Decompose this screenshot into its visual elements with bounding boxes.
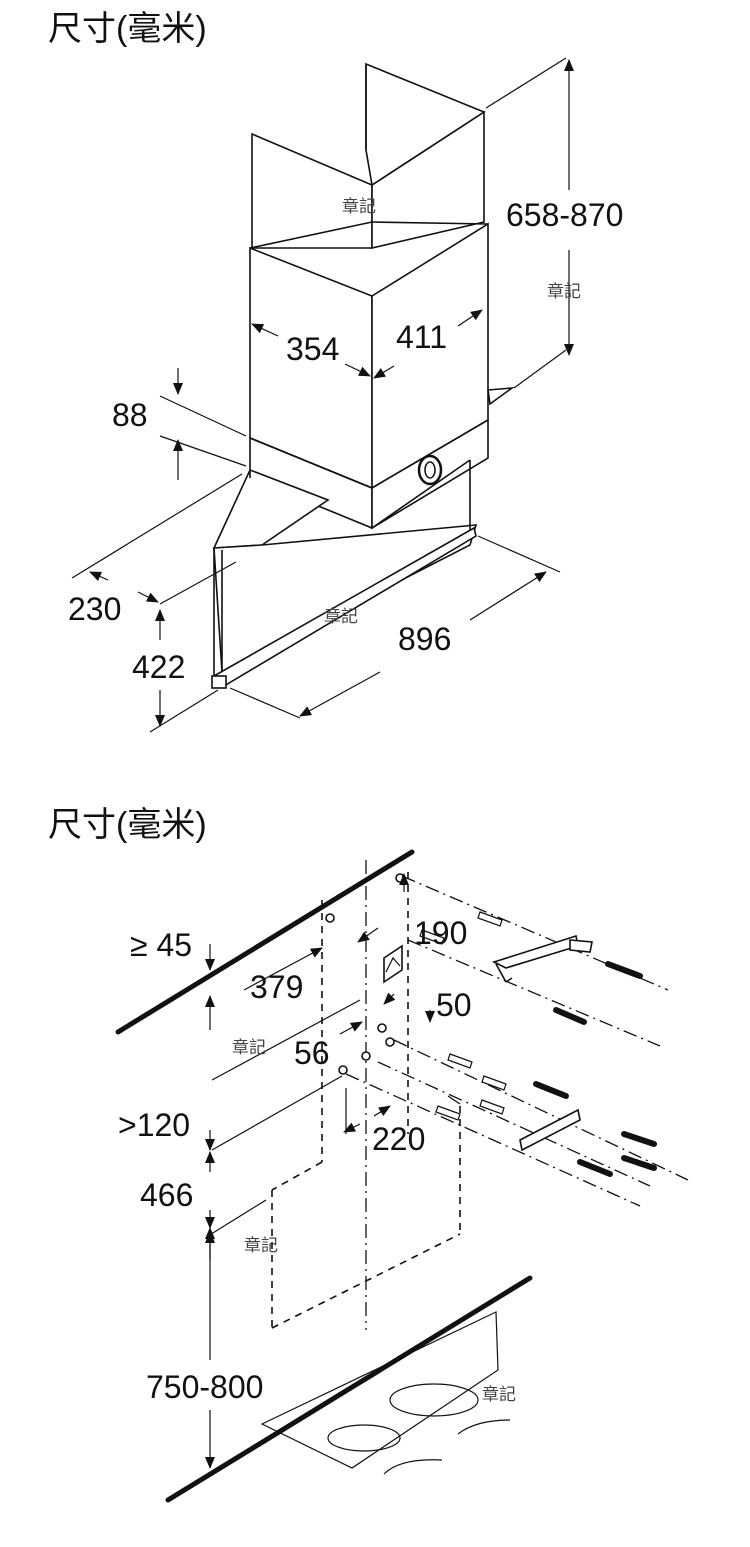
- burner-3: [457, 1419, 511, 1435]
- stamp-6: 章記: [482, 1385, 516, 1404]
- side-bracket: [487, 386, 515, 406]
- dim-chimney-height: 658-870: [506, 197, 623, 233]
- dim-bracket-span: 379: [250, 969, 303, 1005]
- dim-depth: 354: [286, 331, 339, 367]
- dim-hole-spacing-top: 190: [414, 915, 467, 951]
- burner-4: [383, 1459, 443, 1475]
- dim-width: 411: [396, 319, 447, 355]
- dim-hole-spacing-mid: 56: [294, 1035, 330, 1071]
- install-diagram: [115, 849, 689, 1503]
- title-top: 尺寸(毫米): [48, 10, 207, 48]
- burner-1: [389, 1383, 479, 1417]
- dim-lower-spacing: 220: [372, 1121, 425, 1157]
- dim-mount-height: 466: [140, 1177, 193, 1213]
- chimney-upper-left-face: [251, 132, 373, 249]
- dim-canopy-height: 88: [112, 397, 148, 433]
- dim-front-depth: 230: [68, 591, 121, 627]
- title-bottom: 尺寸(毫米): [48, 806, 207, 844]
- stamp-1: 章記: [342, 197, 376, 216]
- dim-glass-height: 422: [132, 649, 185, 685]
- stamp-2: 章記: [547, 282, 581, 301]
- ceiling-line: [115, 849, 415, 1035]
- stamp-5: 章記: [244, 1236, 278, 1255]
- dim-min-gap: >120: [118, 1107, 190, 1143]
- dim-hob-clearance: 750-800: [146, 1369, 263, 1405]
- dim-hole-offset: 50: [436, 987, 472, 1023]
- stamp-3: 章記: [324, 607, 358, 626]
- dim-total-width: 896: [398, 621, 451, 657]
- hood-diagram: [71, 57, 574, 733]
- dim-ceiling-gap: ≥ 45: [130, 927, 192, 963]
- burner-2: [327, 1424, 401, 1452]
- stamp-4: 章記: [232, 1038, 266, 1057]
- hob-edge: [165, 1275, 533, 1503]
- hob: [260, 1311, 499, 1469]
